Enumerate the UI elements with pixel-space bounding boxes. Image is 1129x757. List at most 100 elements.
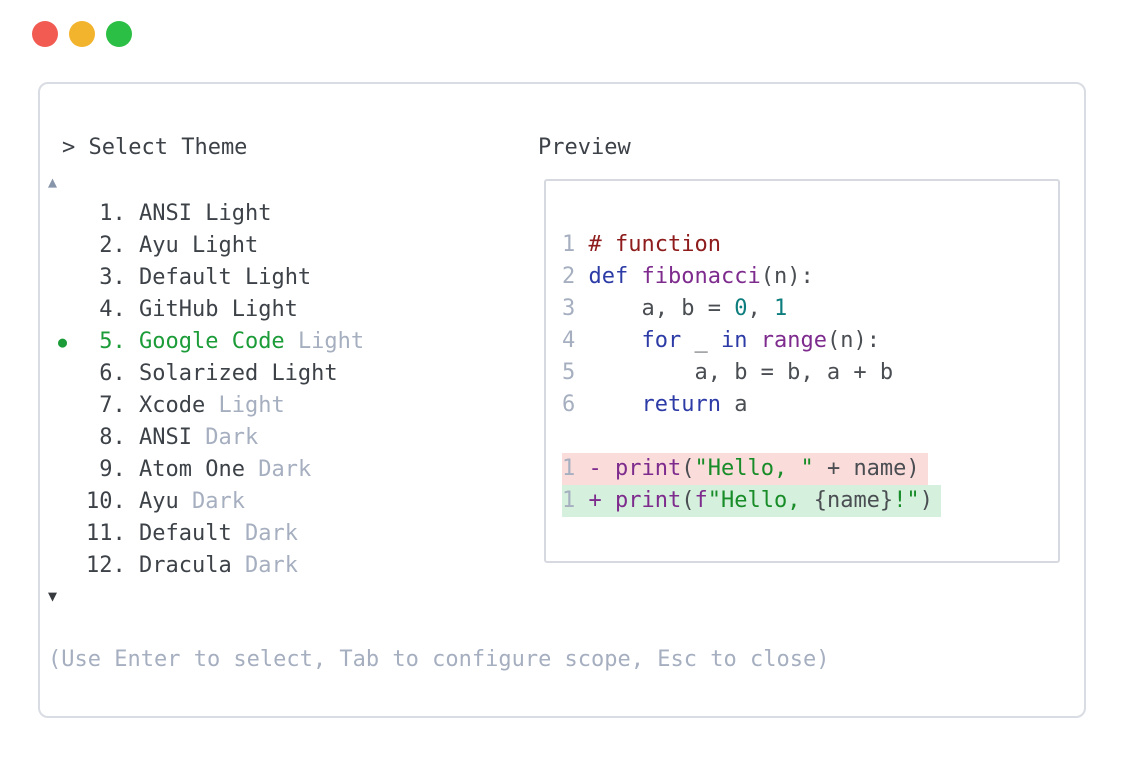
help-text: (Use Enter to select, Tab to configure s…	[48, 647, 830, 672]
code-token: "Hello, "	[694, 456, 814, 481]
code-token: +	[588, 488, 615, 513]
theme-item-suffix: Light	[271, 361, 338, 386]
code-token: def	[588, 264, 629, 289]
code-token	[747, 328, 760, 353]
theme-item-name: ANSI	[138, 425, 206, 450]
theme-item-suffix: Dark	[258, 457, 312, 482]
theme-item-name: GitHub	[138, 297, 232, 322]
code-token: range	[760, 328, 827, 353]
theme-item-number: 7.	[86, 393, 139, 418]
scroll-up-arrow-icon[interactable]: ▲	[48, 173, 58, 191]
code-token: _	[681, 328, 721, 353]
theme-item-suffix: Dark	[191, 489, 245, 514]
diff-line-removed: 1 - print("Hello, " + name)	[562, 453, 928, 485]
theme-item-suffix: Dark	[205, 425, 259, 450]
theme-item-solarized-light[interactable]: 6. Solarized Light	[40, 358, 540, 390]
code-token: in	[720, 328, 748, 353]
diff-line-added: 1 + print(f"Hello, {name}!")	[562, 485, 941, 517]
code-token	[628, 264, 641, 289]
theme-item-number: 12.	[86, 553, 139, 578]
theme-item-ansi-light[interactable]: 1. ANSI Light	[40, 198, 540, 230]
theme-item-number: 4.	[86, 297, 139, 322]
line-number: 4	[562, 328, 589, 353]
code-token: a	[720, 392, 748, 417]
theme-item-number: 2.	[86, 233, 139, 258]
code-token: -	[588, 456, 615, 481]
theme-item-default-dark[interactable]: 11. Default Dark	[40, 518, 540, 550]
theme-item-suffix: Light	[218, 393, 285, 418]
code-token: a, b =	[588, 296, 735, 321]
selected-bullet-icon: ●	[58, 333, 68, 351]
theme-item-suffix: Light	[244, 265, 312, 290]
theme-item-number: 3.	[86, 265, 139, 290]
theme-item-name: Dracula	[138, 553, 245, 578]
code-token: print	[615, 456, 682, 481]
code-token	[589, 328, 642, 353]
theme-item-name: Default	[138, 265, 245, 290]
theme-item-name: Atom One	[138, 457, 259, 482]
theme-item-number: 1.	[86, 201, 139, 226]
code-token: fibonacci	[641, 264, 761, 289]
maximize-button[interactable]	[106, 21, 132, 47]
line-number: 6	[562, 392, 589, 417]
theme-item-suffix: Dark	[244, 521, 298, 546]
theme-item-name: ANSI	[138, 201, 206, 226]
code-token: {name}	[813, 488, 894, 513]
theme-item-suffix: Light	[191, 233, 259, 258]
preview-label: Preview	[538, 135, 631, 160]
theme-item-name: Xcode	[138, 393, 219, 418]
scroll-down-arrow-icon[interactable]: ▼	[48, 587, 58, 605]
theme-item-google-code-light[interactable]: ● 5. Google Code Light	[40, 326, 540, 358]
code-token: (	[681, 456, 695, 481]
window-controls	[32, 21, 132, 47]
theme-item-name: Google Code	[138, 329, 298, 354]
theme-item-xcode-light[interactable]: 7. Xcode Light	[40, 390, 540, 422]
theme-item-number: 6.	[86, 361, 139, 386]
code-line: 1 # function	[562, 229, 1058, 261]
theme-item-name: Ayu	[138, 489, 192, 514]
code-token: # function	[588, 232, 721, 257]
theme-item-number: 8.	[86, 425, 139, 450]
theme-item-ayu-dark[interactable]: 10. Ayu Dark	[40, 486, 540, 518]
line-number: 3	[562, 296, 589, 321]
code-line: 4 for _ in range(n):	[562, 325, 1058, 357]
theme-item-dracula-dark[interactable]: 12. Dracula Dark	[40, 550, 540, 582]
code-line: 2 def fibonacci(n):	[562, 261, 1058, 293]
code-line: 6 return a	[562, 389, 1058, 421]
code-token: (n):	[760, 264, 814, 289]
theme-item-suffix: Light	[205, 201, 272, 226]
theme-item-github-light[interactable]: 4. GitHub Light	[40, 294, 540, 326]
theme-item-name: Default	[138, 521, 245, 546]
theme-item-name: Solarized	[138, 361, 272, 386]
theme-item-number: 10.	[86, 489, 139, 514]
theme-item-suffix: Dark	[244, 553, 298, 578]
select-theme-prompt: > Select Theme	[62, 135, 248, 160]
close-button[interactable]	[32, 21, 58, 47]
code-token: a, b = b, a + b	[588, 360, 894, 385]
theme-item-default-light[interactable]: 3. Default Light	[40, 262, 540, 294]
minimize-button[interactable]	[69, 21, 95, 47]
theme-item-number: 9.	[86, 457, 139, 482]
code-token: )	[919, 488, 933, 513]
code-token: 1	[773, 296, 788, 321]
theme-picker-panel: > Select Theme ▲ 1. ANSI Light 2. Ayu Li…	[38, 82, 1086, 718]
code-token: (	[681, 488, 695, 513]
code-token: for	[641, 328, 682, 353]
code-token: return	[641, 392, 721, 417]
theme-item-number: 11.	[86, 521, 139, 546]
theme-item-ansi-dark[interactable]: 8. ANSI Dark	[40, 422, 540, 454]
theme-item-atom-one-dark[interactable]: 9. Atom One Dark	[40, 454, 540, 486]
code-token: f	[694, 488, 708, 513]
code-token: !"	[893, 488, 920, 513]
line-number: 1	[562, 456, 589, 481]
code-token: print	[615, 488, 682, 513]
theme-item-suffix: Light	[297, 329, 365, 354]
theme-item-ayu-light[interactable]: 2. Ayu Light	[40, 230, 540, 262]
code-token: 0	[734, 296, 748, 321]
code-token: (n):	[826, 328, 880, 353]
line-number: 5	[562, 360, 589, 385]
code-blank-line	[562, 421, 1058, 453]
diff-block: 1 - print("Hello, " + name)1 + print(f"H…	[562, 453, 1058, 517]
